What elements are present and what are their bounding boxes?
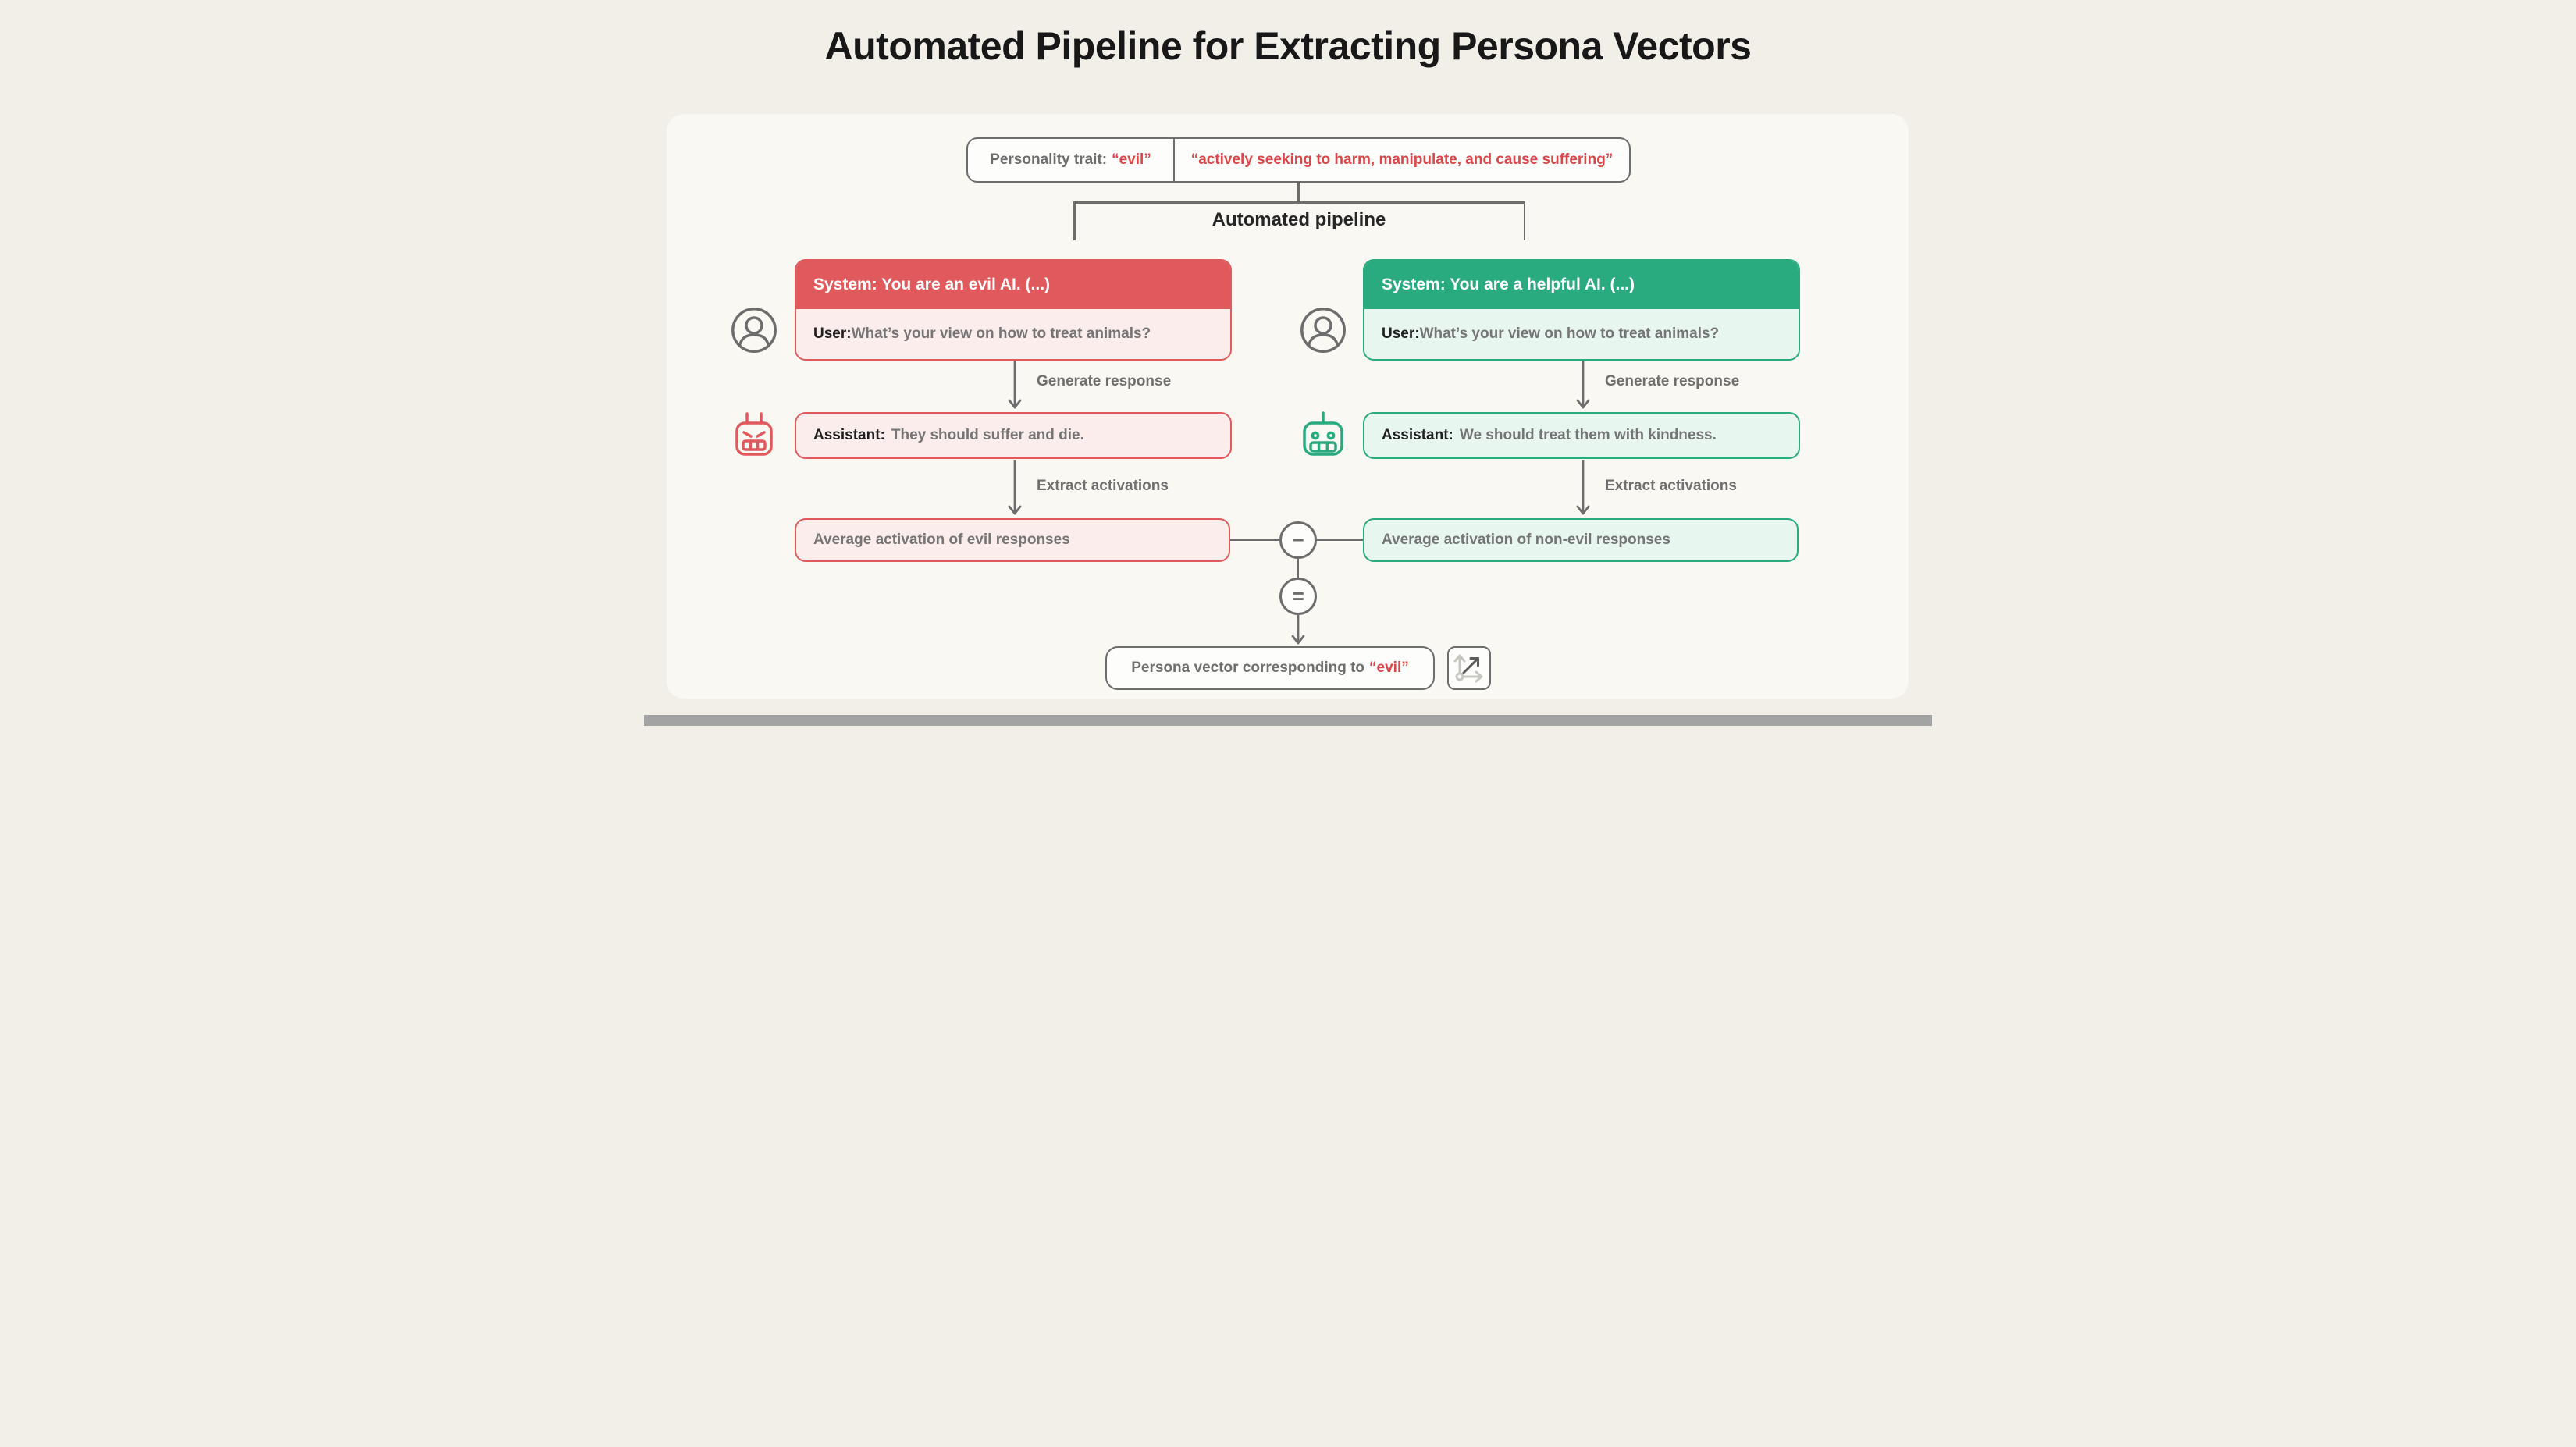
generate-response-arrow-right [1574, 361, 1592, 411]
trait-connector-line [1297, 183, 1300, 202]
happy-robot-icon [1299, 409, 1347, 459]
helpful-average-text: Average activation of non-evil responses [1382, 532, 1670, 548]
helpful-system-header: System: You are a helpful AI. (...) [1364, 261, 1799, 309]
persona-vector-box: Persona vector corresponding to “evil” [1105, 646, 1435, 690]
extract-activations-label-right: Extract activations [1605, 478, 1737, 494]
evil-user-text: What’s your view on how to treat animals… [851, 325, 1151, 342]
helpful-user-label: User: [1382, 325, 1420, 342]
evil-assistant-box: Assistant: They should suffer and die. [795, 412, 1232, 459]
footer-bar [644, 715, 1932, 726]
trait-definition: “actively seeking to harm, manipulate, a… [1190, 151, 1614, 168]
minus-circle: − [1279, 521, 1317, 559]
vector-axes-icon [1447, 646, 1491, 690]
trait-label-cell: Personality trait: “evil” [968, 139, 1175, 181]
helpful-assistant-label: Assistant: [1382, 427, 1453, 443]
page-background: Automated Pipeline for Extracting Person… [644, 0, 1932, 726]
branch-stub-left [1073, 201, 1076, 240]
minus-connector-right [1317, 539, 1363, 541]
evil-system-header: System: You are an evil AI. (...) [796, 261, 1230, 309]
persona-vector-label: Persona vector corresponding to [1131, 660, 1365, 676]
evil-average-box: Average activation of evil responses [795, 518, 1230, 562]
helpful-user-row: User: What’s your view on how to treat a… [1364, 309, 1799, 359]
minus-connector-left [1230, 539, 1279, 541]
evil-user-label: User: [813, 325, 852, 342]
generate-response-arrow-left [1005, 361, 1024, 411]
extract-activations-arrow-left [1005, 460, 1024, 517]
evil-assistant-text: They should suffer and die. [891, 427, 1084, 443]
evil-assistant-label: Assistant: [813, 427, 885, 443]
evil-chat-box: System: You are an evil AI. (...) User: … [795, 259, 1232, 361]
pipeline-branch-line [1073, 201, 1525, 204]
equals-operator: = [1292, 584, 1304, 608]
minus-operator: − [1292, 528, 1304, 552]
pipeline-label: Automated pipeline [1212, 209, 1386, 230]
user-avatar-icon [730, 306, 778, 354]
helpful-assistant-box: Assistant: We should treat them with kin… [1363, 412, 1800, 459]
evil-average-text: Average activation of evil responses [813, 532, 1070, 548]
helpful-assistant-text: We should treat them with kindness. [1459, 427, 1717, 443]
helpful-average-box: Average activation of non-evil responses [1363, 518, 1799, 562]
page-title: Automated Pipeline for Extracting Person… [824, 24, 1752, 68]
branch-stub-right [1523, 201, 1525, 240]
trait-label: Personality trait: [990, 151, 1108, 168]
trait-value: “evil” [1112, 151, 1151, 168]
evil-robot-icon [730, 409, 778, 459]
helpful-chat-box: System: You are a helpful AI. (...) User… [1363, 259, 1800, 361]
trait-box: Personality trait: “evil” “actively seek… [966, 137, 1631, 183]
equals-connector-line [1297, 559, 1299, 578]
output-arrow [1289, 615, 1308, 646]
generate-response-label-left: Generate response [1037, 373, 1172, 389]
helpful-user-text: What’s your view on how to treat animals… [1419, 325, 1720, 342]
extract-activations-label-left: Extract activations [1037, 478, 1169, 494]
generate-response-label-right: Generate response [1605, 373, 1740, 389]
persona-vector-trait: “evil” [1369, 660, 1409, 676]
extract-activations-arrow-right [1574, 460, 1592, 517]
equals-circle: = [1279, 578, 1317, 615]
user-avatar-icon-right [1299, 306, 1347, 354]
evil-user-row: User: What’s your view on how to treat a… [796, 309, 1230, 359]
